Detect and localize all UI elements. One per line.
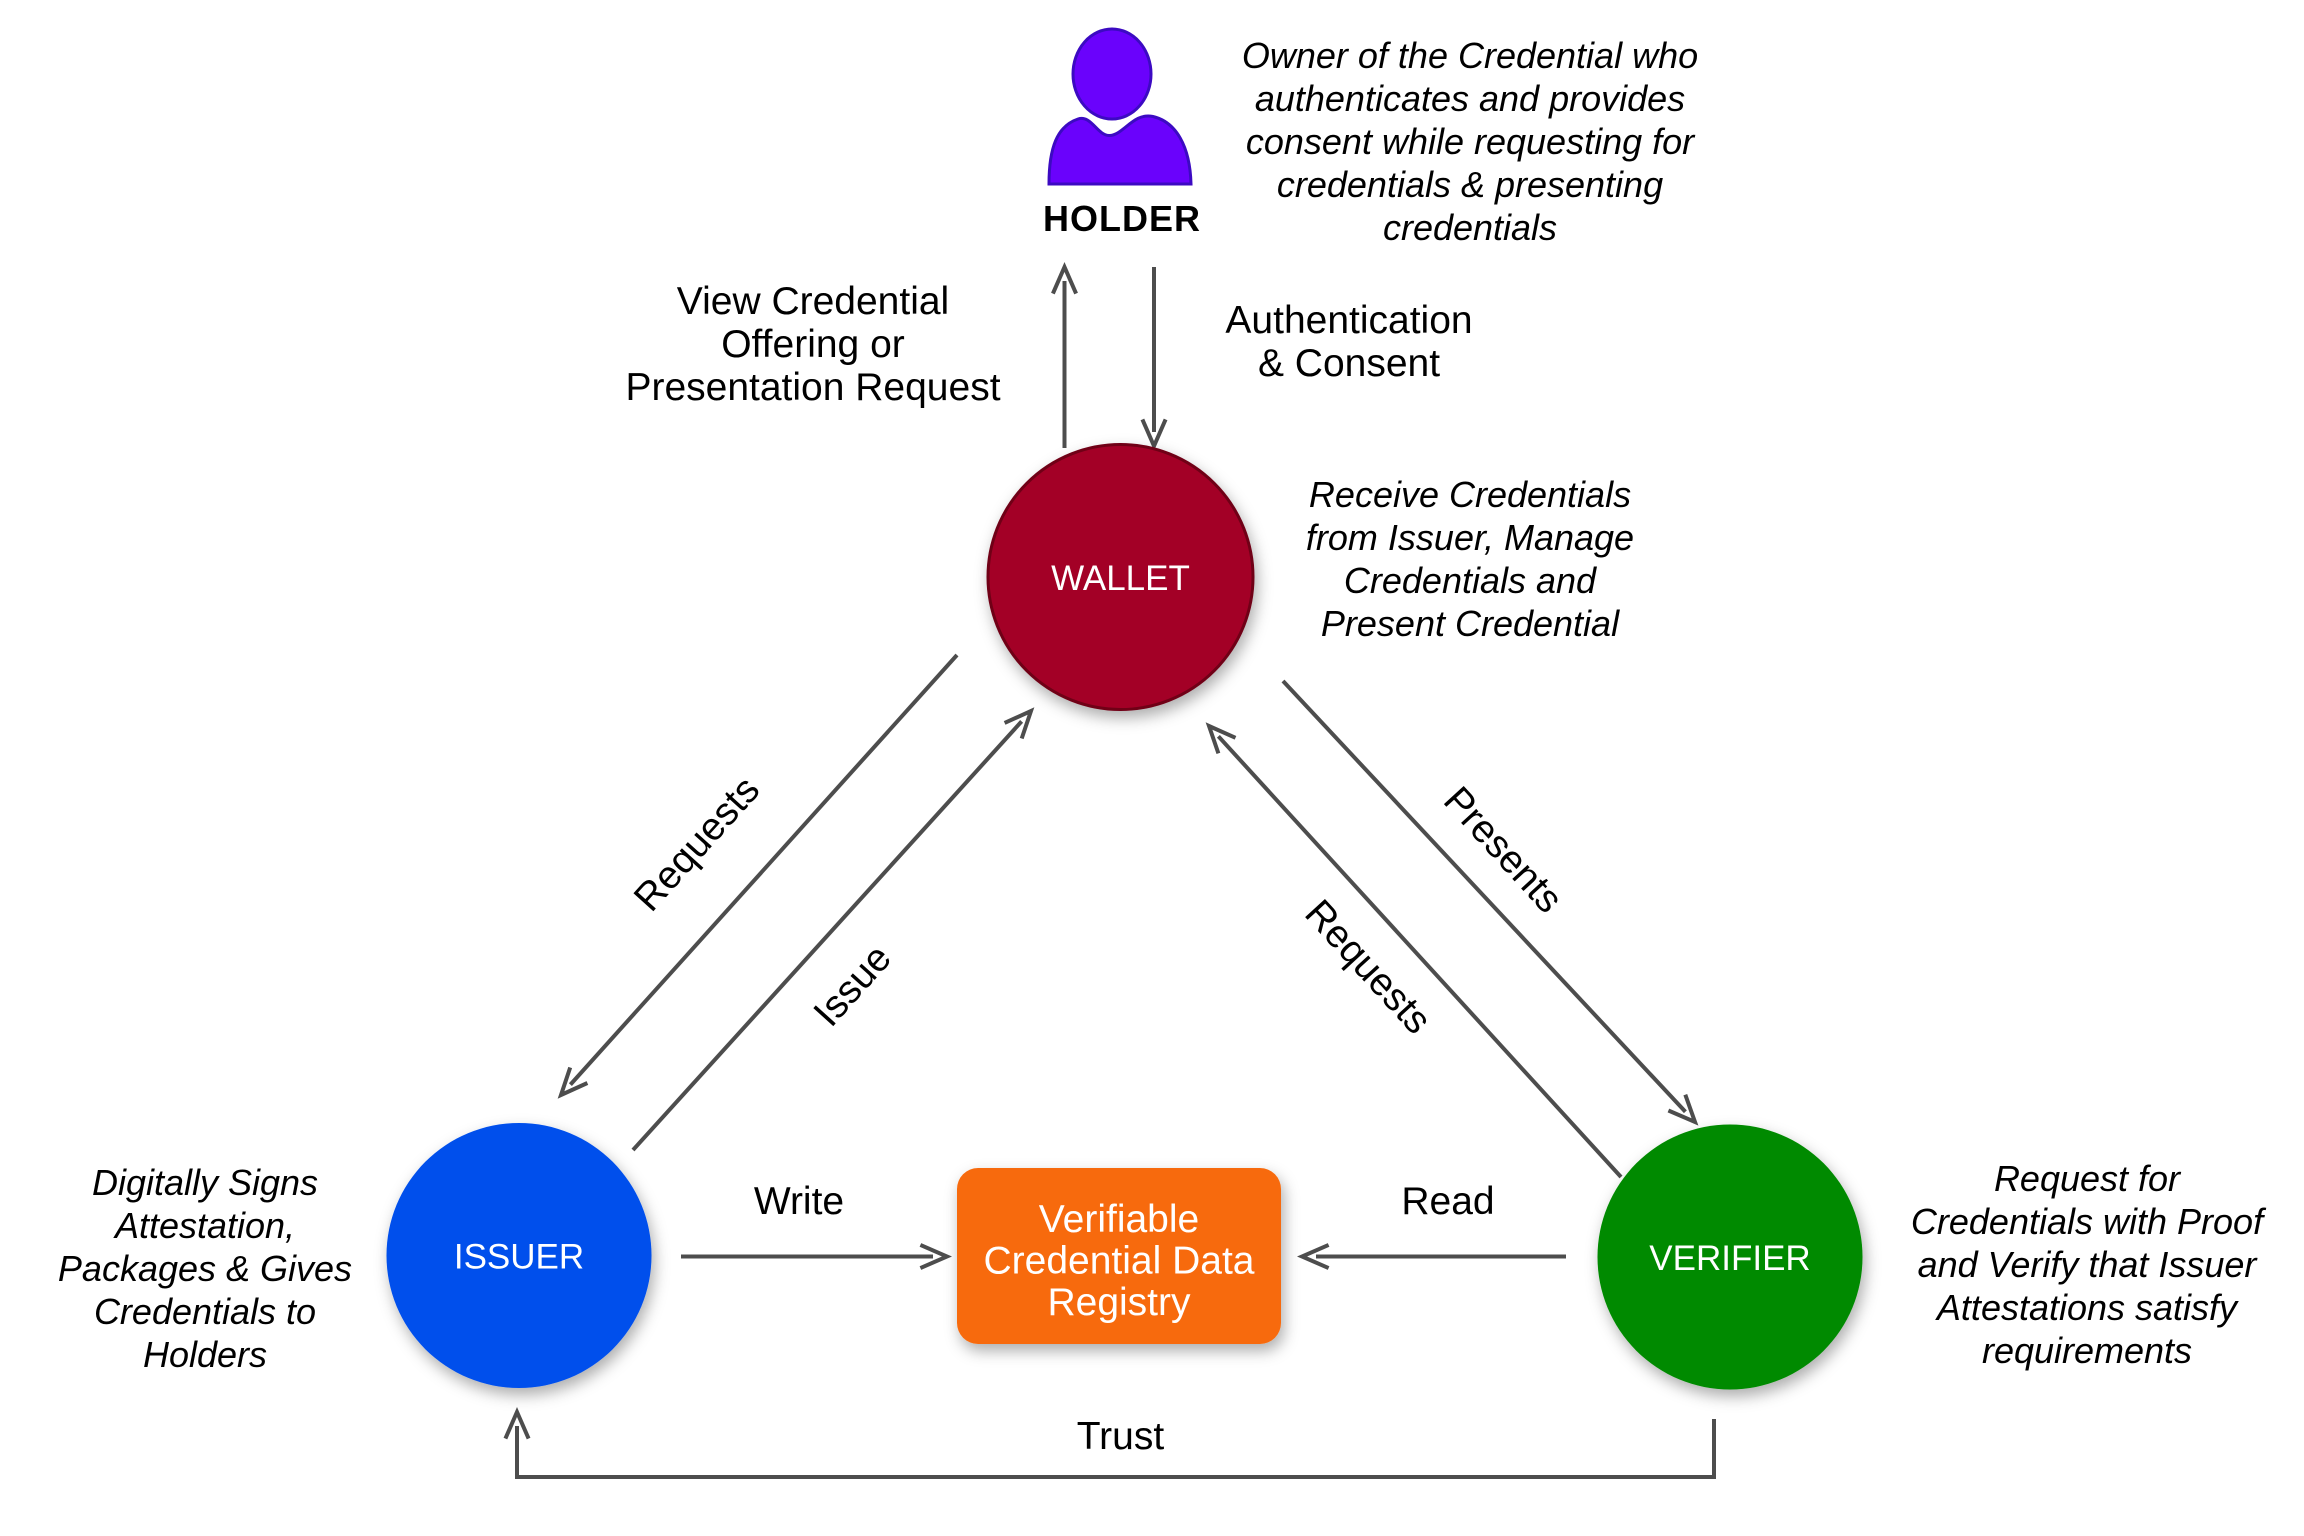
- svg-text:requirements: requirements: [1982, 1330, 2192, 1371]
- svg-text:Offering or: Offering or: [721, 323, 905, 366]
- svg-text:Owner of the Credential who: Owner of the Credential who: [1242, 35, 1698, 76]
- svg-text:Packages & Gives: Packages & Gives: [58, 1248, 352, 1289]
- svg-text:Credentials and: Credentials and: [1344, 560, 1597, 601]
- svg-text:View Credential: View Credential: [677, 280, 949, 323]
- svg-text:Request for: Request for: [1994, 1158, 2182, 1199]
- svg-text:Receive Credentials: Receive Credentials: [1309, 474, 1631, 515]
- svg-text:Attestation,: Attestation,: [113, 1205, 295, 1246]
- svg-text:VERIFIER: VERIFIER: [1649, 1239, 1810, 1278]
- svg-text:Present Credential: Present Credential: [1321, 603, 1620, 644]
- svg-text:Holders: Holders: [143, 1334, 267, 1375]
- svg-text:Registry: Registry: [1047, 1281, 1191, 1324]
- svg-text:WALLET: WALLET: [1051, 559, 1190, 598]
- svg-text:HOLDER: HOLDER: [1043, 198, 1201, 239]
- svg-text:credentials & presenting: credentials & presenting: [1277, 164, 1663, 205]
- svg-text:Read: Read: [1401, 1180, 1494, 1223]
- svg-text:consent while requesting for: consent while requesting for: [1246, 121, 1696, 162]
- svg-text:Trust: Trust: [1077, 1415, 1165, 1458]
- svg-text:Digitally Signs: Digitally Signs: [92, 1162, 318, 1203]
- svg-text:Presentation Request: Presentation Request: [625, 366, 1000, 409]
- svg-text:Write: Write: [754, 1180, 844, 1223]
- svg-text:Credential Data: Credential Data: [984, 1240, 1255, 1283]
- svg-text:authenticates and provides: authenticates and provides: [1255, 78, 1685, 119]
- svg-text:Verifiable: Verifiable: [1039, 1198, 1199, 1241]
- svg-text:credentials: credentials: [1383, 207, 1557, 248]
- svg-text:ISSUER: ISSUER: [454, 1238, 584, 1277]
- svg-text:& Consent: & Consent: [1258, 342, 1440, 385]
- svg-text:Attestations satisfy: Attestations satisfy: [1935, 1287, 2239, 1328]
- svg-text:Authentication: Authentication: [1225, 299, 1472, 342]
- svg-text:and Verify that Issuer: and Verify that Issuer: [1918, 1244, 2259, 1285]
- svg-text:Credentials with Proof: Credentials with Proof: [1911, 1201, 2267, 1242]
- svg-text:Credentials to: Credentials to: [94, 1291, 316, 1332]
- svg-text:from Issuer, Manage: from Issuer, Manage: [1306, 517, 1634, 558]
